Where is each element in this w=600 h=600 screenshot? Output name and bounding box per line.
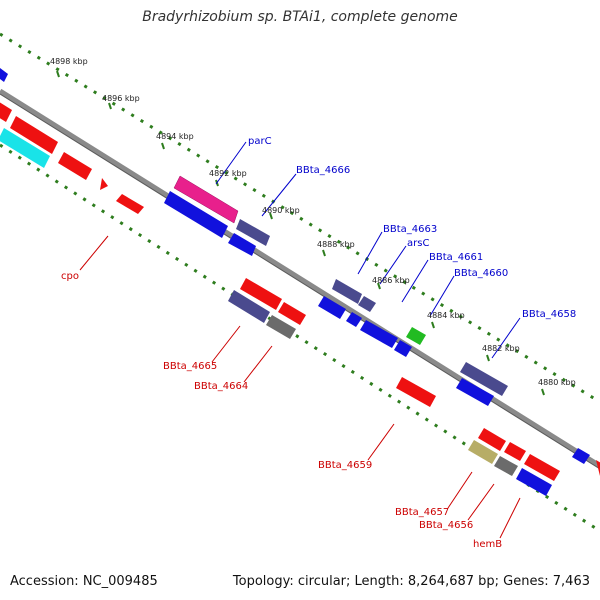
leader-line-BBta_4665 bbox=[211, 325, 241, 363]
scale-tick-9 bbox=[486, 354, 490, 362]
gene-arrow-blue-7[interactable] bbox=[456, 378, 494, 406]
scale-label-4890: 4890 kbp bbox=[262, 206, 300, 215]
gene-arrow-cyan[interactable] bbox=[0, 128, 50, 168]
gene-arrow-cpo[interactable] bbox=[116, 194, 144, 214]
scale-tick-10 bbox=[541, 388, 545, 396]
gene-arrow-blue-3[interactable] bbox=[318, 296, 346, 319]
gene-arrow-BBta_4666[interactable] bbox=[236, 219, 270, 246]
scale-label-4884: 4884 kbp bbox=[427, 311, 465, 320]
leader-line-BBta_4656 bbox=[467, 483, 495, 521]
gene-arrow-BBta_4661[interactable] bbox=[406, 327, 426, 345]
gene-arrow-red-left-1[interactable] bbox=[0, 100, 12, 122]
gene-arrow-red-mid[interactable] bbox=[278, 302, 306, 325]
gene-arrow-red-right-1[interactable] bbox=[478, 428, 506, 451]
leader-line-BBta_4657 bbox=[447, 471, 473, 509]
gene-arrow-edge-blue[interactable] bbox=[0, 68, 8, 82]
gene-arrow-BBta_4658[interactable] bbox=[460, 362, 508, 396]
scale-tick-7 bbox=[377, 282, 381, 290]
leader-line-BBta_4664 bbox=[243, 345, 273, 383]
gene-label-arsC[interactable]: arsC bbox=[407, 238, 429, 249]
gene-arrow-BBta_4659[interactable] bbox=[396, 377, 436, 407]
scale-label-4892: 4892 kbp bbox=[209, 169, 247, 178]
scale-tick-1 bbox=[56, 70, 60, 78]
leader-line-BBta_4666 bbox=[261, 173, 297, 217]
leader-line-arsC bbox=[379, 245, 407, 285]
gene-label-BBta_4665[interactable]: BBta_4665 bbox=[163, 361, 217, 372]
scale-tick-3 bbox=[161, 142, 165, 150]
scale-label-4880: 4880 kbp bbox=[538, 378, 576, 387]
gene-arrow-blue-4[interactable] bbox=[346, 312, 362, 327]
gene-arrow-parC[interactable] bbox=[173, 175, 239, 224]
gene-label-BBta_4664[interactable]: BBta_4664 bbox=[194, 381, 248, 392]
gene-arrow-red-left-3[interactable] bbox=[58, 152, 92, 180]
gene-arrow-blue-8[interactable] bbox=[572, 448, 590, 464]
gene-arrow-red-left-2[interactable] bbox=[10, 116, 58, 154]
gene-arrow-blue-1[interactable] bbox=[164, 191, 228, 238]
gene-label-cpo[interactable]: cpo bbox=[61, 271, 79, 282]
gene-label-hemB[interactable]: hemB bbox=[473, 539, 502, 550]
gene-arrow-BBta_4663[interactable] bbox=[332, 279, 362, 304]
scale-label-4896: 4896 kbp bbox=[102, 94, 140, 103]
gene-label-parC[interactable]: parC bbox=[248, 136, 272, 147]
gene-label-BBta_4657[interactable]: BBta_4657 bbox=[395, 507, 449, 518]
scale-tick-8 bbox=[431, 321, 435, 329]
genome-title: Bradyrhizobium sp. BTAi1, complete genom… bbox=[142, 9, 458, 25]
gene-label-BBta_4660[interactable]: BBta_4660 bbox=[454, 268, 508, 279]
scale-tick-2 bbox=[108, 102, 112, 110]
scale-label-4882: 4882 kbp bbox=[482, 344, 520, 353]
leader-line-BBta_4659 bbox=[367, 423, 395, 461]
genome-backbone-shadow bbox=[0, 93, 600, 470]
scale-label-4898: 4898 kbp bbox=[50, 57, 88, 66]
leader-line-BBta_4661 bbox=[401, 259, 429, 303]
gene-arrow-red-right-3[interactable] bbox=[524, 454, 560, 481]
scale-label-4888: 4888 kbp bbox=[317, 240, 355, 249]
gene-arrow-BBta_4656[interactable] bbox=[494, 456, 518, 476]
gene-arrow-red-edge[interactable] bbox=[596, 460, 600, 476]
topology-text: Topology: circular; Length: 8,264,687 bp… bbox=[232, 574, 590, 589]
leader-line-BBta_4658 bbox=[491, 317, 521, 359]
gene-arrow-arsC[interactable] bbox=[358, 296, 376, 312]
accession-text: Accession: NC_009485 bbox=[10, 574, 158, 589]
gene-arrow-BBta_4665[interactable] bbox=[240, 278, 282, 310]
scale-tick-6 bbox=[322, 249, 326, 257]
gene-label-BBta_4661[interactable]: BBta_4661 bbox=[429, 252, 483, 263]
genome-backbone bbox=[0, 88, 600, 469]
gene-label-BBta_4666[interactable]: BBta_4666 bbox=[296, 165, 350, 176]
gene-arrow-red-right-2[interactable] bbox=[504, 442, 526, 461]
gene-arrow-gray-mid[interactable] bbox=[266, 315, 296, 339]
gene-arrow-blue-6[interactable] bbox=[394, 340, 412, 357]
gene-arrow-hemB[interactable] bbox=[516, 468, 552, 496]
gene-arrow-blue-2[interactable] bbox=[228, 233, 256, 256]
gene-arrow-blue-5[interactable] bbox=[360, 320, 398, 348]
scale-tick-5 bbox=[269, 212, 273, 220]
leader-line-parC bbox=[215, 141, 247, 185]
leader-line-hemB bbox=[499, 497, 521, 539]
gene-arrow-BBta_4657[interactable] bbox=[468, 440, 498, 464]
gene-label-BBta_4663[interactable]: BBta_4663 bbox=[383, 224, 437, 235]
gene-arrow-BBta_4664[interactable] bbox=[228, 290, 270, 323]
leader-line-BBta_4663 bbox=[357, 231, 383, 275]
leader-line-BBta_4660 bbox=[429, 275, 455, 317]
gene-label-BBta_4656[interactable]: BBta_4656 bbox=[419, 520, 473, 531]
gene-label-BBta_4659[interactable]: BBta_4659 bbox=[318, 460, 372, 471]
gene-arrow-red-left-4[interactable] bbox=[100, 178, 108, 190]
scale-label-4886: 4886 kbp bbox=[372, 276, 410, 285]
leader-line-cpo bbox=[79, 235, 109, 271]
scale-label-4894: 4894 kbp bbox=[156, 132, 194, 141]
gene-label-BBta_4658[interactable]: BBta_4658 bbox=[522, 309, 576, 320]
